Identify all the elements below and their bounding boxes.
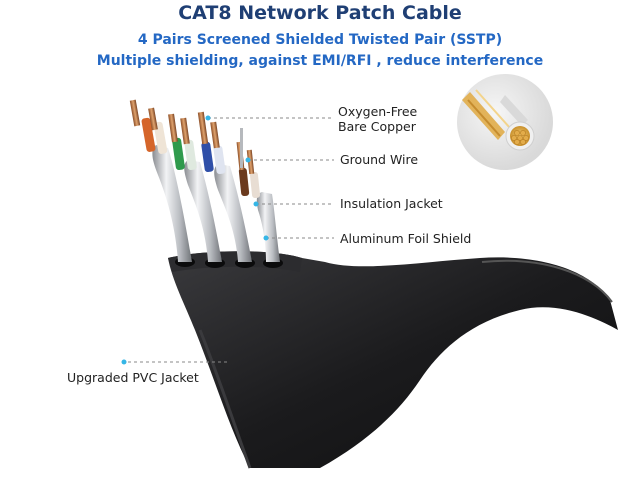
callout-ground-wire: Ground Wire	[340, 152, 419, 167]
conductor-orange-white	[148, 107, 168, 154]
subtitle-line-1: 4 Pairs Screened Shielded Twisted Pair (…	[137, 32, 503, 48]
conductor-blue-white	[210, 121, 226, 175]
callout-oxygen-free-copper: Oxygen-Free Bare Copper	[338, 104, 417, 134]
callout-copper-line-2: Bare Copper	[338, 119, 416, 134]
conductor-green	[168, 113, 185, 171]
callout-dots	[121, 115, 269, 365]
conductor-orange	[129, 99, 156, 152]
conductor-brown-white	[246, 149, 261, 199]
subtitle-line-2: Multiple shielding, against EMI/RFI , re…	[96, 53, 544, 69]
copper-strand-inset	[457, 74, 553, 170]
foil-shield-pair-2	[184, 160, 222, 262]
page-title: CAT8 Network Patch Cable	[178, 2, 462, 24]
ground-wire	[240, 128, 243, 168]
foil-shield-pair-1	[152, 145, 192, 262]
foil-shield-pair-4	[256, 192, 280, 262]
conductor-blue	[197, 111, 214, 173]
foil-shield-pair-3	[214, 164, 252, 262]
conductor-green-white	[180, 117, 197, 171]
callout-foil-shield: Aluminum Foil Shield	[340, 231, 472, 246]
callout-copper-line-1: Oxygen-Free	[338, 104, 418, 119]
callout-leaders	[128, 117, 334, 363]
flat-cable-body	[168, 251, 618, 469]
callout-insulation-jacket: Insulation Jacket	[340, 196, 443, 211]
callout-pvc-jacket: Upgraded PVC Jacket	[67, 370, 199, 385]
